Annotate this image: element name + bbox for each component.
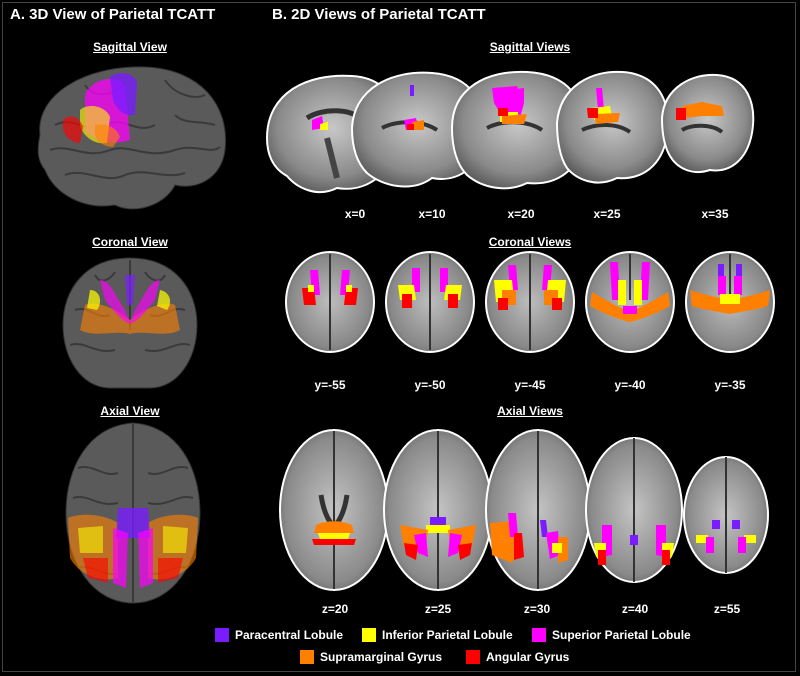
coord-y-40: y=-40 xyxy=(614,378,646,392)
coord-x10: x=10 xyxy=(418,207,446,221)
legend-swatch-inferior-parietal xyxy=(362,628,376,642)
coord-z30: z=30 xyxy=(523,602,551,616)
sagittal-views-title: Sagittal Views xyxy=(489,40,571,54)
axial-slice-z20 xyxy=(279,429,389,591)
coord-z40: z=40 xyxy=(621,602,649,616)
sagittal-slice-x25 xyxy=(555,70,669,184)
coronal-slice-y-40 xyxy=(585,251,675,353)
coord-z25: z=25 xyxy=(424,602,452,616)
coord-y-50: y=-50 xyxy=(414,378,446,392)
coronal-slice-y-45 xyxy=(485,251,575,353)
coronal-views-title: Coronal Views xyxy=(488,235,572,249)
legend-label-angular: Angular Gyrus xyxy=(486,650,570,664)
legend-label-supramarginal: Supramarginal Gyrus xyxy=(320,650,443,664)
legend-swatch-angular xyxy=(466,650,480,664)
coord-y-35: y=-35 xyxy=(714,378,746,392)
coronal-slices xyxy=(285,251,775,353)
axial-slices xyxy=(279,429,769,591)
legend-label-superior-parietal: Superior Parietal Lobule xyxy=(552,628,691,642)
coord-x35: x=35 xyxy=(701,207,729,221)
axial-view-title: Axial View xyxy=(100,404,160,418)
coronal-slice-y-50 xyxy=(385,251,475,353)
sagittal-slices xyxy=(265,70,755,194)
sagittal-view-title: Sagittal View xyxy=(93,40,167,54)
coord-x0: x=0 xyxy=(344,207,366,221)
brain-3d-axial xyxy=(65,422,201,604)
axial-slice-z25 xyxy=(383,429,493,591)
brain-3d-coronal xyxy=(62,257,198,389)
legend-item-inferior-parietal: Inferior Parietal Lobule xyxy=(362,628,513,642)
axial-slice-z55 xyxy=(683,456,769,574)
legend-item-angular: Angular Gyrus xyxy=(466,650,569,664)
coord-z55: z=55 xyxy=(713,602,741,616)
legend-item-supramarginal: Supramarginal Gyrus xyxy=(300,650,442,664)
coord-y-55: y=-55 xyxy=(314,378,346,392)
coronal-view-title: Coronal View xyxy=(92,235,168,249)
coord-x20: x=20 xyxy=(507,207,535,221)
panel-b-title: B. 2D Views of Parietal TCATT xyxy=(272,6,486,23)
legend-label-inferior-parietal: Inferior Parietal Lobule xyxy=(382,628,513,642)
coord-x25: x=25 xyxy=(593,207,621,221)
sagittal-slice-x35 xyxy=(660,73,755,174)
axial-slice-z30 xyxy=(485,429,591,591)
legend-swatch-supramarginal xyxy=(300,650,314,664)
sagittal-slice-x10 xyxy=(350,71,486,188)
coronal-slice-y-55 xyxy=(285,251,375,353)
axial-slice-z40 xyxy=(585,437,683,583)
brain-3d-sagittal xyxy=(37,66,227,210)
coord-y-45: y=-45 xyxy=(514,378,546,392)
legend-item-superior-parietal: Superior Parietal Lobule xyxy=(532,628,691,642)
axial-views-title: Axial Views xyxy=(497,404,563,418)
coord-z20: z=20 xyxy=(321,602,349,616)
legend-label-paracentral: Paracentral Lobule xyxy=(235,628,344,642)
coronal-slice-y-35 xyxy=(685,251,775,353)
legend-swatch-paracentral xyxy=(215,628,229,642)
legend-item-paracentral: Paracentral Lobule xyxy=(215,628,343,642)
panel-a-title: A. 3D View of Parietal TCATT xyxy=(10,6,216,23)
legend-swatch-superior-parietal xyxy=(532,628,546,642)
